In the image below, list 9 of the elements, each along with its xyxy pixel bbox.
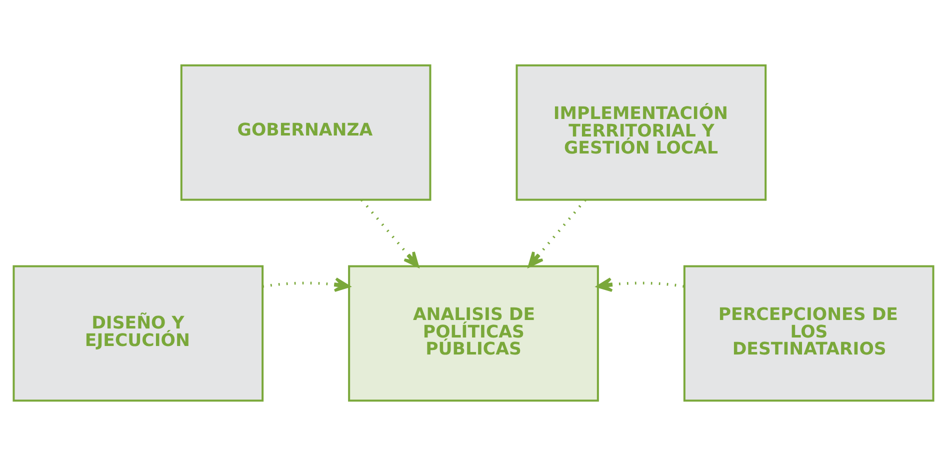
arrow (596, 276, 684, 292)
arrow (360, 198, 419, 267)
node-box: IMPLEMENTACIÓN TERRITORIAL Y GESTIÓN LOCAL (516, 64, 767, 200)
arrow (262, 276, 350, 292)
node-box: PERCEPCIONES DE LOS DESTINATARIOS (683, 264, 934, 402)
node-box: DISEÑO Y EJECUCIÓN (12, 264, 264, 402)
arrow (528, 198, 586, 267)
node-box: GOBERNANZA (180, 64, 432, 200)
node-box: ANALISIS DE POLÍTICAS PÚBLICAS (348, 264, 599, 402)
